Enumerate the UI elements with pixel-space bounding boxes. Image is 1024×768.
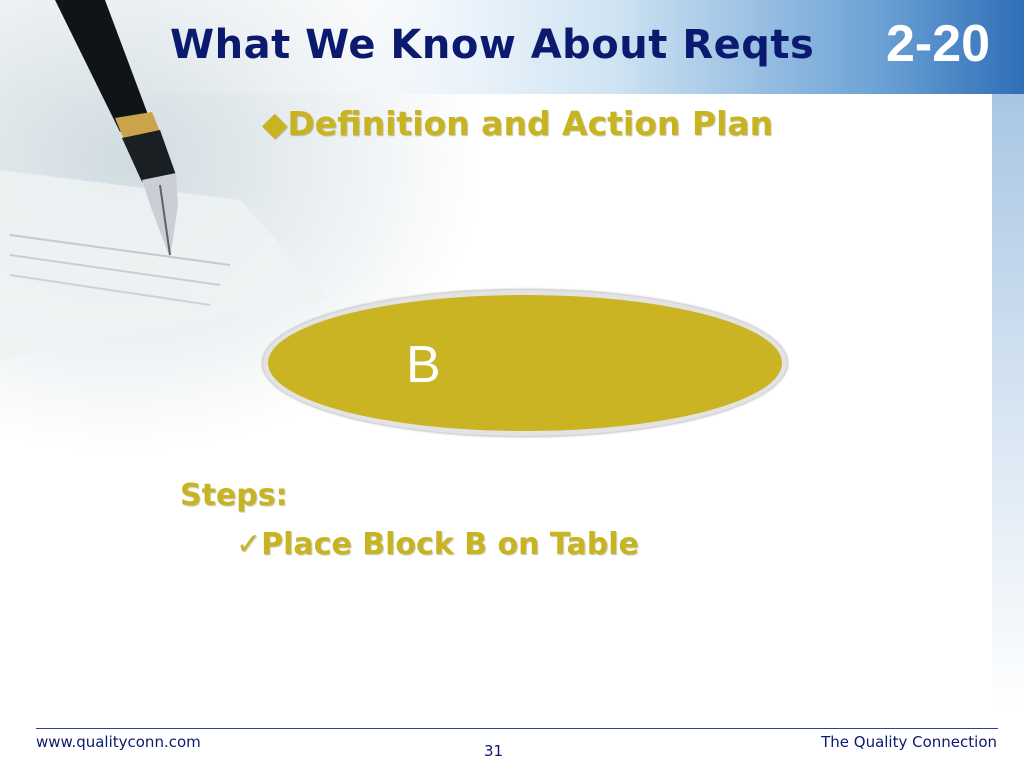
page-number: 31 [484,742,504,760]
footer-website: www.qualityconn.com [36,733,201,751]
steps-heading: Steps: [180,478,288,513]
fountain-pen-icon [0,0,330,360]
block-label: B [406,336,441,394]
check-mark-icon: ✓ [236,527,262,562]
pen-body-decor [55,0,178,258]
right-edge-band [992,94,1024,714]
paper-sheet-decor [0,170,330,360]
slide-title: What We Know About Reqts [170,22,815,68]
footer-divider [36,728,998,729]
subtitle-text: Definition and Action Plan [287,104,774,143]
step-item: ✓Place Block B on Table [236,527,639,562]
block-ellipse [263,290,787,436]
subtitle: ◆Definition and Action Plan [262,104,773,143]
step-item-text: Place Block B on Table [261,527,639,562]
footer-company: The Quality Connection [821,733,997,751]
diamond-bullet-icon: ◆ [262,104,288,143]
header-band [0,0,1024,94]
slide-code: 2-20 [886,15,991,73]
